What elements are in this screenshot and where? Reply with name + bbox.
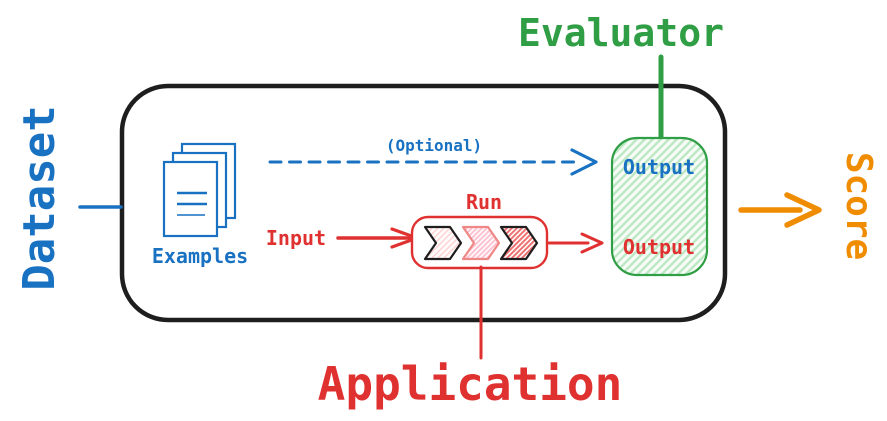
application-output-label: Output [622,235,696,259]
experiment-box [119,83,728,323]
run-chevron-1 [423,225,463,261]
run-output-arrow [547,232,604,254]
optional-label: (Optional) [385,136,483,155]
input-label: Input [265,226,327,250]
run-pipeline-chevrons-icon [423,225,539,261]
evaluator-label: Evaluator [518,11,724,55]
run-chevron-3 [499,225,539,261]
dataset-label: Dataset [14,105,65,291]
run-label: Run [465,190,503,214]
optional-arrowhead-icon [570,148,598,176]
run-output-arrowhead-icon [580,232,604,254]
score-arrow [738,192,822,228]
evaluator-output-label: Output [622,155,696,179]
examples-label: Examples [151,244,249,268]
run-chevron-2 [461,225,501,261]
evaluator-box [610,136,709,277]
examples-documents-icon [162,142,237,238]
application-label: Application [317,357,623,411]
score-arrowhead-icon [784,192,822,228]
optional-dashed-arrow [268,148,598,176]
document-text-lines [177,191,207,216]
score-label: Score [838,151,879,261]
document-page-front [162,160,219,238]
